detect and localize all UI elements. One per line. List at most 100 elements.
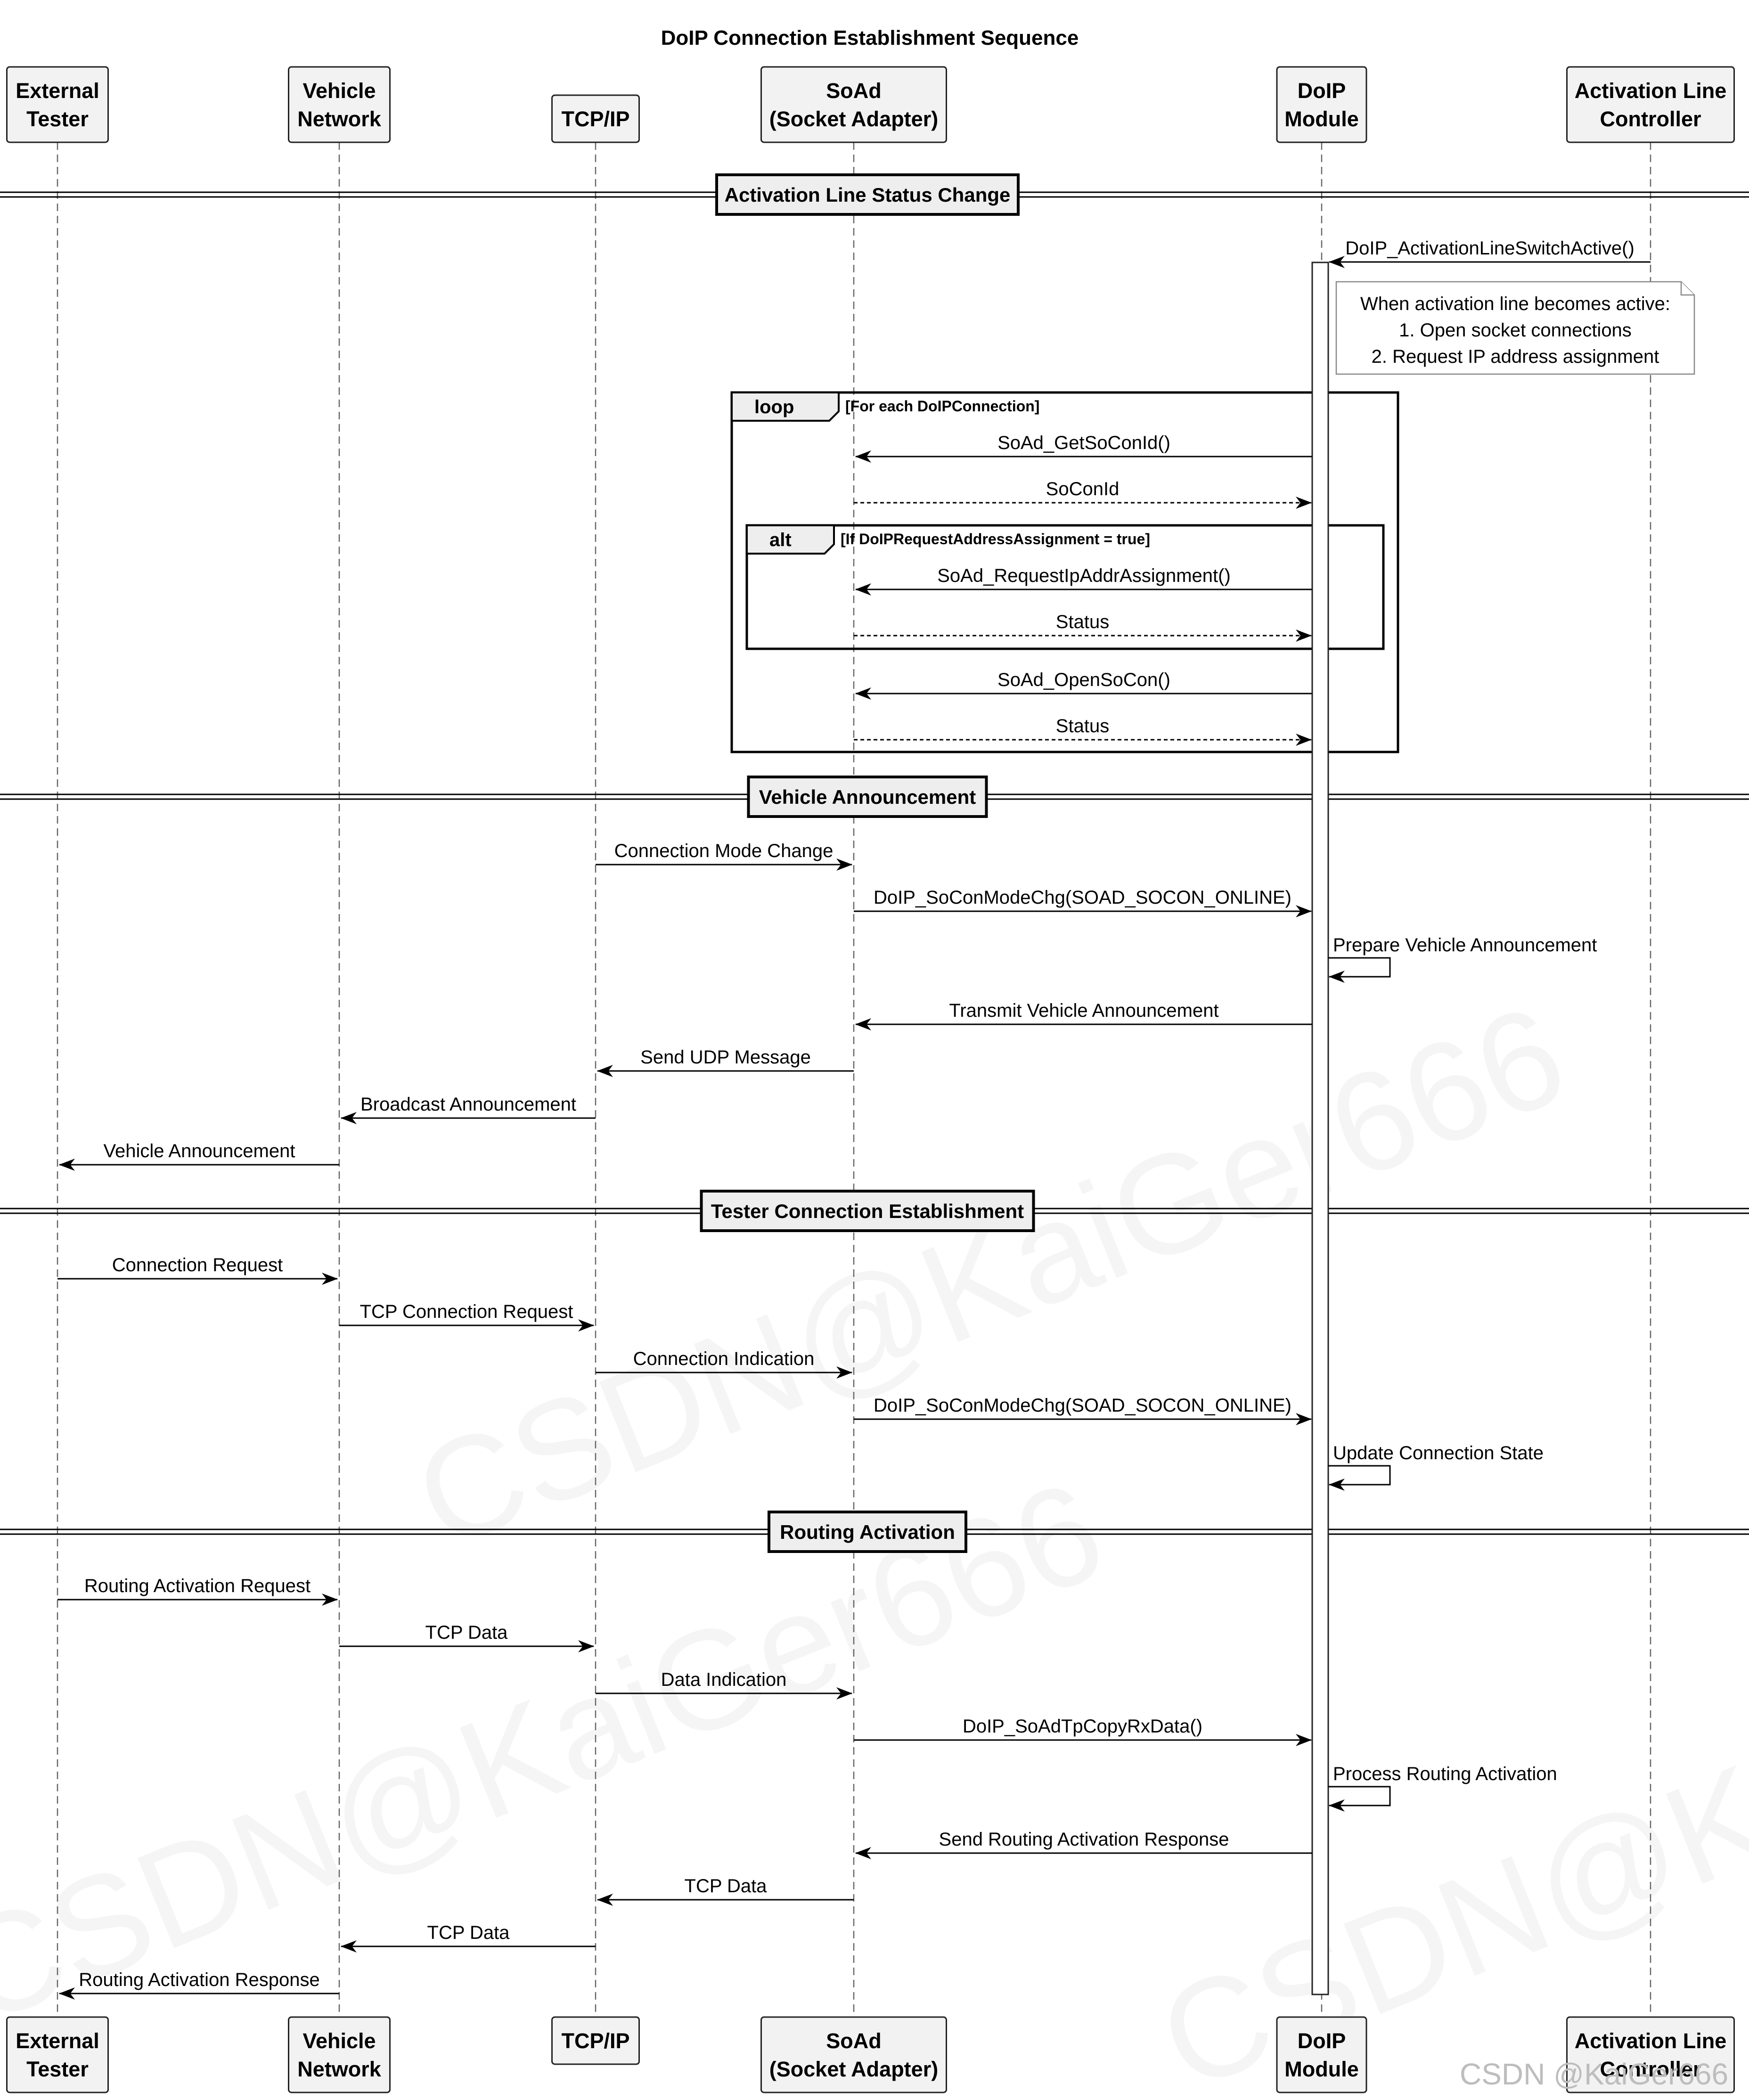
participant-box [288,2016,391,2093]
participant-label: Module [1284,2057,1358,2081]
fragment-tab [731,392,840,422]
message-label: Send UDP Message [640,1047,811,1068]
message-connection-mode-change: Connection Mode Change [596,841,852,871]
message-label: Send Routing Activation Response [939,1829,1229,1850]
divider-vehicle-announcement: Vehicle Announcement [0,776,1749,818]
message-label: DoIP_SoConModeChg(SOAD_SOCON_ONLINE) [874,1395,1291,1416]
participant-box [551,94,640,143]
note: When activation line becomes active:1. O… [1335,281,1695,375]
watermark-corner-text: CSDN @KaiGer666 [1460,2057,1728,2091]
message-label: Status [1056,716,1109,736]
doip-activation-bar [1311,261,1329,1995]
message-data-indication: Data Indication [596,1669,852,1700]
participant-label: (Socket Adapter) [769,2057,938,2081]
divider-label: Routing Activation [780,1521,955,1543]
message-label: Update Connection State [1333,1443,1544,1463]
message-label: SoAd_GetSoConId() [997,433,1170,453]
participant-box [1566,2016,1735,2093]
note-line: 2. Request IP address assignment [1372,346,1659,367]
message-label: Process Routing Activation [1333,1764,1557,1784]
message-arrow [1328,1465,1391,1491]
participant-label: Activation Line [1575,79,1727,103]
message-connection-request: Connection Request [57,1255,338,1285]
participant-doip-bottom: DoIP Module [1276,2016,1367,2093]
divider-box [747,776,988,818]
message-label: Broadcast Announcement [360,1094,576,1115]
participant-tcpip-bottom: TCP/IP [551,2016,640,2065]
fragment-border [730,391,1399,753]
note-line: 1. Open socket connections [1399,320,1632,341]
divider-label: Vehicle Announcement [759,786,976,808]
message-label: Connection Mode Change [614,841,834,861]
diagram-title: DoIP Connection Establishment Sequence [661,26,1079,49]
divider-routing-activation: Routing Activation [0,1511,1749,1553]
message-label: Routing Activation Response [79,1969,319,1990]
note-fold [1680,282,1694,296]
message-transmit-vehicle-announcement: Transmit Vehicle Announcement [855,1000,1312,1030]
message-send-udp-message: Send UDP Message [597,1047,854,1077]
participant-label: DoIP [1298,2029,1346,2053]
message-tcp-data: TCP Data [597,1876,854,1906]
participant-doip-top: DoIP Module [1276,66,1367,143]
participant-label: Vehicle [302,79,376,103]
messages: DoIP_ActivationLineSwitchActive()SoAd_Ge… [57,238,1651,2000]
message-doip-soconmodechg-soad-socon-online: DoIP_SoConModeChg(SOAD_SOCON_ONLINE) [854,1395,1312,1425]
participant-label: TCP/IP [561,2029,629,2053]
participant-box [1276,2016,1367,2093]
message-tcp-connection-request: TCP Connection Request [339,1301,594,1332]
participant-label: Network [297,2057,382,2081]
message-status: Status [854,612,1312,642]
participant-soad-bottom: SoAd (Socket Adapter) [760,2016,947,2093]
message-label: TCP Data [427,1922,510,1943]
message-label: DoIP_SoAdTpCopyRxData() [963,1716,1202,1737]
message-routing-activation-request: Routing Activation Request [57,1576,338,1606]
divider-label: Tester Connection Establishment [711,1200,1024,1222]
message-soad-getsoconid: SoAd_GetSoConId() [855,433,1312,463]
message-label: Data Indication [661,1669,787,1690]
fragment-guard: [If DoIPRequestAddressAssignment = true] [841,531,1150,547]
fragment-loop: loop[For each DoIPConnection] [730,391,1399,753]
message-process-routing-activation: Process Routing Activation [1328,1764,1557,1812]
fragment-alt: alt [If DoIPRequestAddressAssignment = tr… [745,524,1385,650]
participant-label: Network [297,107,382,131]
participant-box [760,2016,947,2093]
message-label: Transmit Vehicle Announcement [949,1000,1218,1021]
participant-box [1276,66,1367,143]
message-soad-requestipaddrassignment: SoAd_RequestIpAddrAssignment() [855,565,1312,596]
fragment-operator: loop [754,397,794,417]
participant-label: Controller [1600,2057,1701,2081]
divider-label: Activation Line Status Change [725,184,1011,206]
participant-box [551,2016,640,2065]
fragment-operator: alt [769,530,792,550]
watermark-text-3: CSDN@KaiGer666 [1139,1516,1749,2100]
participant-label: Tester [26,107,89,131]
participant-tcpip-top: TCP/IP [551,94,640,143]
participant-label: DoIP [1298,79,1346,103]
message-label: Status [1056,612,1109,632]
participant-label: (Socket Adapter) [769,107,938,131]
activation-bars [1311,261,1329,1995]
activation-note: When activation line becomes active:1. O… [1335,281,1695,375]
message-soad-opensocon: SoAd_OpenSoCon() [855,670,1312,700]
note-box [1335,281,1695,375]
participant-box [760,66,947,143]
message-label: Connection Request [112,1255,283,1275]
message-label: TCP Connection Request [360,1301,573,1322]
message-broadcast-announcement: Broadcast Announcement [341,1094,596,1124]
participant-label: Activation Line [1575,2029,1727,2053]
message-arrow [1328,957,1391,983]
message-status: Status [854,716,1312,746]
message-label: Routing Activation Request [84,1576,311,1596]
message-prepare-vehicle-announcement: Prepare Vehicle Announcement [1328,935,1597,983]
message-label: TCP Data [685,1876,768,1896]
participant-label: Module [1284,107,1358,131]
participant-label: SoAd [826,2029,882,2053]
